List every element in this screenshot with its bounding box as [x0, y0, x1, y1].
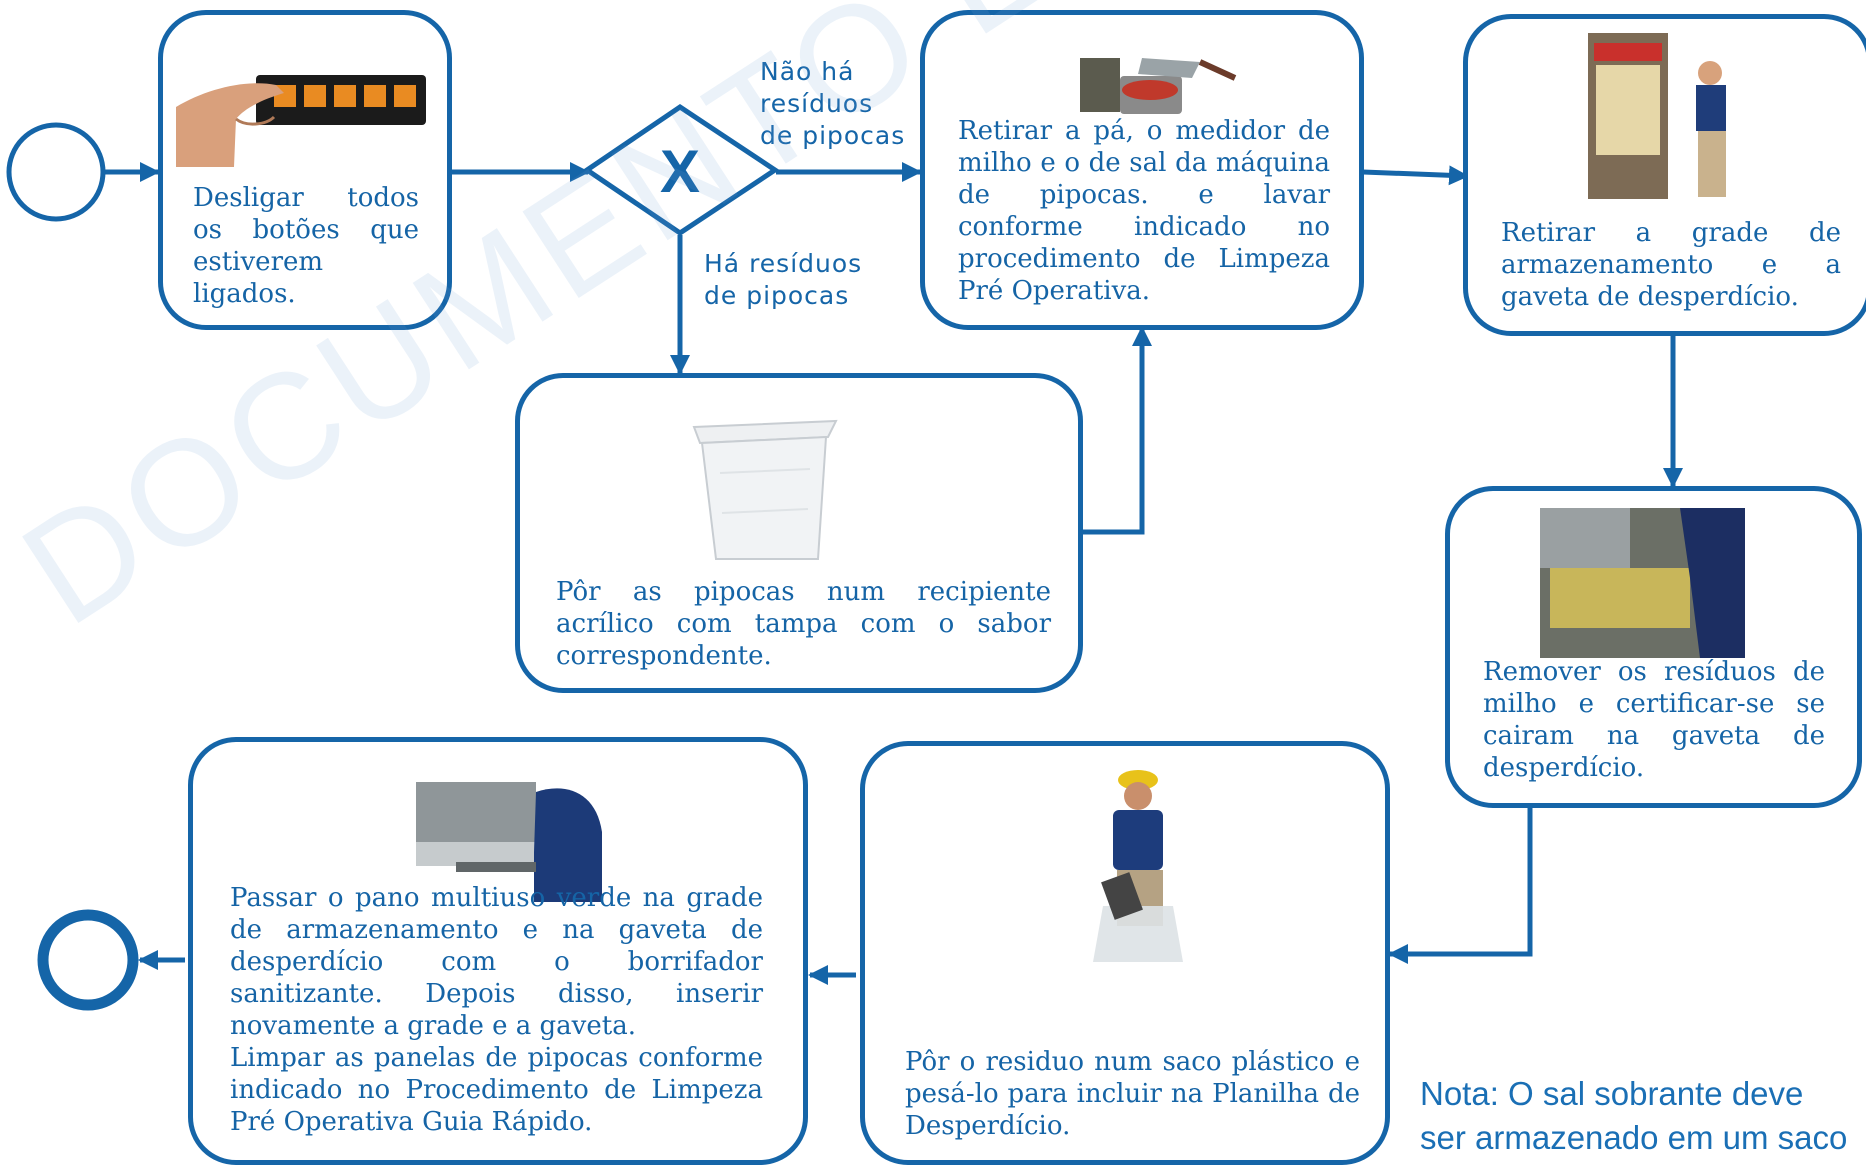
- start-event: [6, 122, 106, 222]
- step-remove-grate: Retirar a grade de armazenamento e a gav…: [1463, 14, 1866, 336]
- step-remove-residue: Remover os resíduos de milho e certifica…: [1445, 486, 1862, 808]
- step-turn-off-text: Desligar todos os botões que estiverem l…: [193, 183, 419, 309]
- step-remove-grate-text: Retirar a grade de armazenamento e a gav…: [1501, 218, 1841, 312]
- step-clean-grate-text-2: Limpar as panelas de pipocas conforme in…: [230, 1043, 763, 1137]
- residue-removal-illustration: [1540, 508, 1745, 658]
- acrylic-container-illustration: [692, 419, 838, 560]
- step-weigh-residue: Pôr o residuo num saco plástico e pesá-l…: [860, 741, 1390, 1165]
- edge-label-has-residue: Há resíduos de pipocas: [704, 249, 863, 310]
- employee-bagging-illustration: [1093, 770, 1183, 962]
- step-remove-residue-text: Remover os resíduos de milho e certifica…: [1483, 657, 1825, 783]
- step-turn-off-buttons: Desligar todos os botões que estiverem l…: [158, 10, 452, 330]
- step-weigh-residue-text: Pôr o residuo num saco plástico e pesá-l…: [905, 1047, 1360, 1141]
- arrow-store-to-removetools: [1082, 326, 1152, 535]
- button-panel-illustration: [176, 75, 426, 167]
- step-store-popcorn: Pôr as pipocas num recipiente acrílico c…: [515, 373, 1083, 693]
- gateway-x-symbol: X: [660, 138, 700, 205]
- step-store-popcorn-text: Pôr as pipocas num recipiente acrílico c…: [556, 577, 1051, 671]
- step-clean-grate-text: Passar o pano multiuso verde na grade de…: [230, 882, 763, 1138]
- end-event: [37, 909, 139, 1011]
- step-remove-tools: Retirar a pá, o medidor de milho e o de …: [920, 10, 1364, 330]
- popcorn-machine-illustration: [1588, 33, 1726, 199]
- step-remove-tools-text: Retirar a pá, o medidor de milho e o de …: [958, 116, 1330, 306]
- arrow-removeresidue-to-weigh: [1388, 806, 1533, 964]
- exclusive-gateway: [582, 103, 780, 237]
- machine-parts-illustration: [1080, 58, 1237, 114]
- arrow-removetools-to-removegrate: [1362, 165, 1469, 186]
- step-clean-grate: Passar o pano multiuso verde na grade de…: [188, 737, 808, 1165]
- edge-label-no-residue: Não há resíduos de pipocas: [760, 57, 906, 150]
- grate-cleaning-illustration: [416, 782, 602, 902]
- step-clean-grate-text-1: Passar o pano multiuso verde na grade de…: [230, 883, 763, 1041]
- salt-storage-note: Nota: O sal sobrante deve ser armazenado…: [1420, 1075, 1848, 1156]
